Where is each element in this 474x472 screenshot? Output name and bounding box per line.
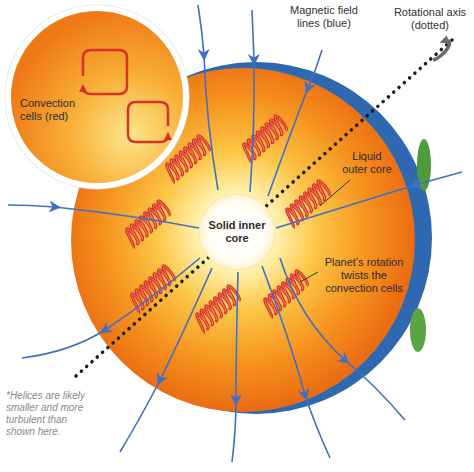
convection-cell — [83, 50, 127, 94]
helix-highlight — [126, 265, 176, 313]
rotation-icon — [428, 39, 452, 62]
field-line — [276, 172, 462, 228]
field-line — [250, 10, 254, 192]
field-line — [262, 266, 330, 458]
convection-cells — [83, 50, 168, 142]
field-lines-label: Magnetic field lines (blue) — [290, 4, 358, 30]
outer-core-label: Liquid outer core — [340, 150, 394, 176]
field-line — [198, 5, 218, 190]
field-line — [22, 258, 200, 358]
inset-label: Convection cells (red) — [20, 97, 84, 123]
convection-cell — [128, 102, 168, 142]
inner-core-disk — [199, 194, 275, 270]
helix — [238, 115, 288, 163]
helix — [191, 285, 241, 333]
helix-highlight — [121, 200, 171, 248]
outer-core: Liquid outer corePlanet’s rotation twist… — [71, 68, 415, 412]
inset-circle: Convection cells (red) — [5, 5, 189, 189]
continent — [410, 308, 426, 352]
helix — [126, 265, 176, 313]
rotation-arrow — [428, 39, 452, 62]
helix-highlight — [191, 285, 241, 333]
helix-highlight — [238, 115, 288, 163]
rotation-note: Planet’s rotation twists the convection … — [322, 256, 406, 295]
field-line — [232, 272, 238, 462]
inner-core: Solid inner core — [199, 194, 275, 270]
field-line — [8, 205, 199, 228]
leader-line — [300, 272, 318, 282]
helix — [121, 200, 171, 248]
field-line — [268, 50, 322, 196]
leader-line — [320, 180, 350, 206]
inner-core-label: Solid inner core — [204, 219, 270, 245]
footnote: *Helices are likely smaller and more tur… — [6, 390, 98, 438]
inset-circle — [8, 8, 186, 186]
inset-rim — [5, 5, 189, 189]
axis-label: Rotational axis (dotted) — [392, 6, 468, 32]
